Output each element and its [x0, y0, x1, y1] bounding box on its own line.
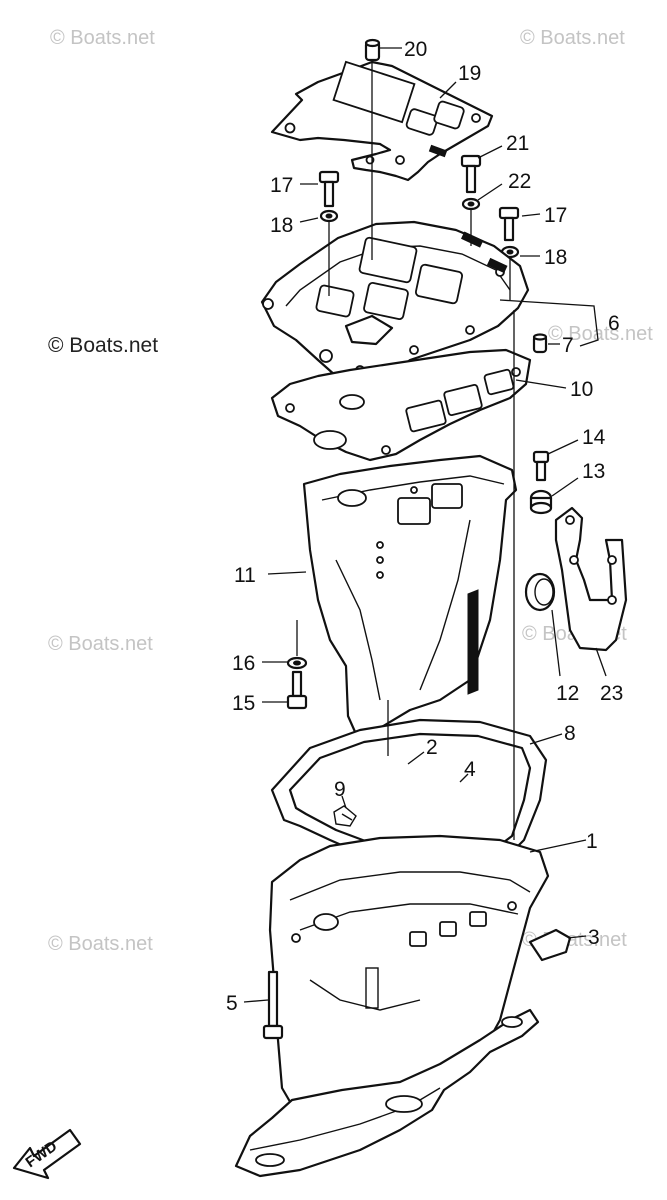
part-20-dowel [364, 38, 381, 62]
callout-7: 7 [562, 334, 574, 357]
part-18-washer-left [319, 209, 339, 223]
callout-21: 21 [506, 132, 529, 155]
fwd-arrow: FWD [12, 1128, 82, 1180]
part-11-exhaust-guide [302, 454, 518, 736]
watermark-bottom-left: © Boats.net [48, 933, 153, 955]
watermark-middle-left: © Boats.net [48, 334, 158, 357]
callout-5: 5 [226, 992, 238, 1015]
part-12-plug [524, 572, 556, 612]
callout-18-right: 18 [544, 246, 567, 269]
callout-6: 6 [608, 312, 620, 335]
watermark-top-left: © Boats.net [50, 27, 155, 49]
part-21-bolt [460, 154, 482, 194]
part-8-seal-ring [270, 718, 548, 872]
part-13-grommet [529, 489, 553, 515]
callout-22: 22 [508, 170, 531, 193]
callout-12: 12 [556, 682, 579, 705]
callouts: 20 19 21 17 22 18 17 18 6 7 10 14 13 11 … [226, 38, 623, 1015]
part-14-bolt [532, 450, 550, 482]
callout-3: 3 [588, 926, 600, 949]
callout-11: 11 [234, 564, 256, 587]
callout-9: 9 [334, 778, 346, 801]
watermark-middle-right: © Boats.net [548, 323, 653, 345]
callout-17-right: 17 [544, 204, 567, 227]
callout-18-left: 18 [270, 214, 293, 237]
callout-17-left: 17 [270, 174, 293, 197]
part-17-bolt-right [498, 206, 520, 242]
callout-4: 4 [464, 758, 476, 781]
part-15-bolt [286, 670, 308, 710]
part-22-washer [461, 197, 481, 211]
lower-housing [234, 1008, 540, 1178]
callout-14: 14 [582, 426, 606, 449]
callout-8: 8 [564, 722, 576, 745]
part-17-bolt-left [318, 170, 340, 208]
watermark-top-right: © Boats.net [520, 27, 625, 49]
part-7-dowel [532, 333, 548, 354]
part-1-upper-casing [268, 834, 550, 1114]
leader-lines [243, 47, 607, 1003]
callout-2: 2 [426, 736, 438, 759]
part-23-bracket [554, 506, 628, 652]
part-19-gasket [270, 60, 494, 182]
callout-23: 23 [600, 682, 623, 705]
callout-13: 13 [582, 460, 605, 483]
part-16-washer [286, 656, 308, 670]
callout-1: 1 [586, 830, 598, 853]
part-5-bolt [262, 970, 284, 1040]
watermark-lower-left: © Boats.net [48, 633, 153, 655]
part-9-clip [333, 805, 357, 827]
callout-19: 19 [458, 62, 481, 85]
part-10-gasket [270, 348, 532, 462]
callout-15: 15 [232, 692, 255, 715]
callout-10: 10 [570, 378, 593, 401]
callout-20: 20 [404, 38, 427, 61]
callout-16: 16 [232, 652, 255, 675]
part-3-cover [528, 928, 572, 962]
